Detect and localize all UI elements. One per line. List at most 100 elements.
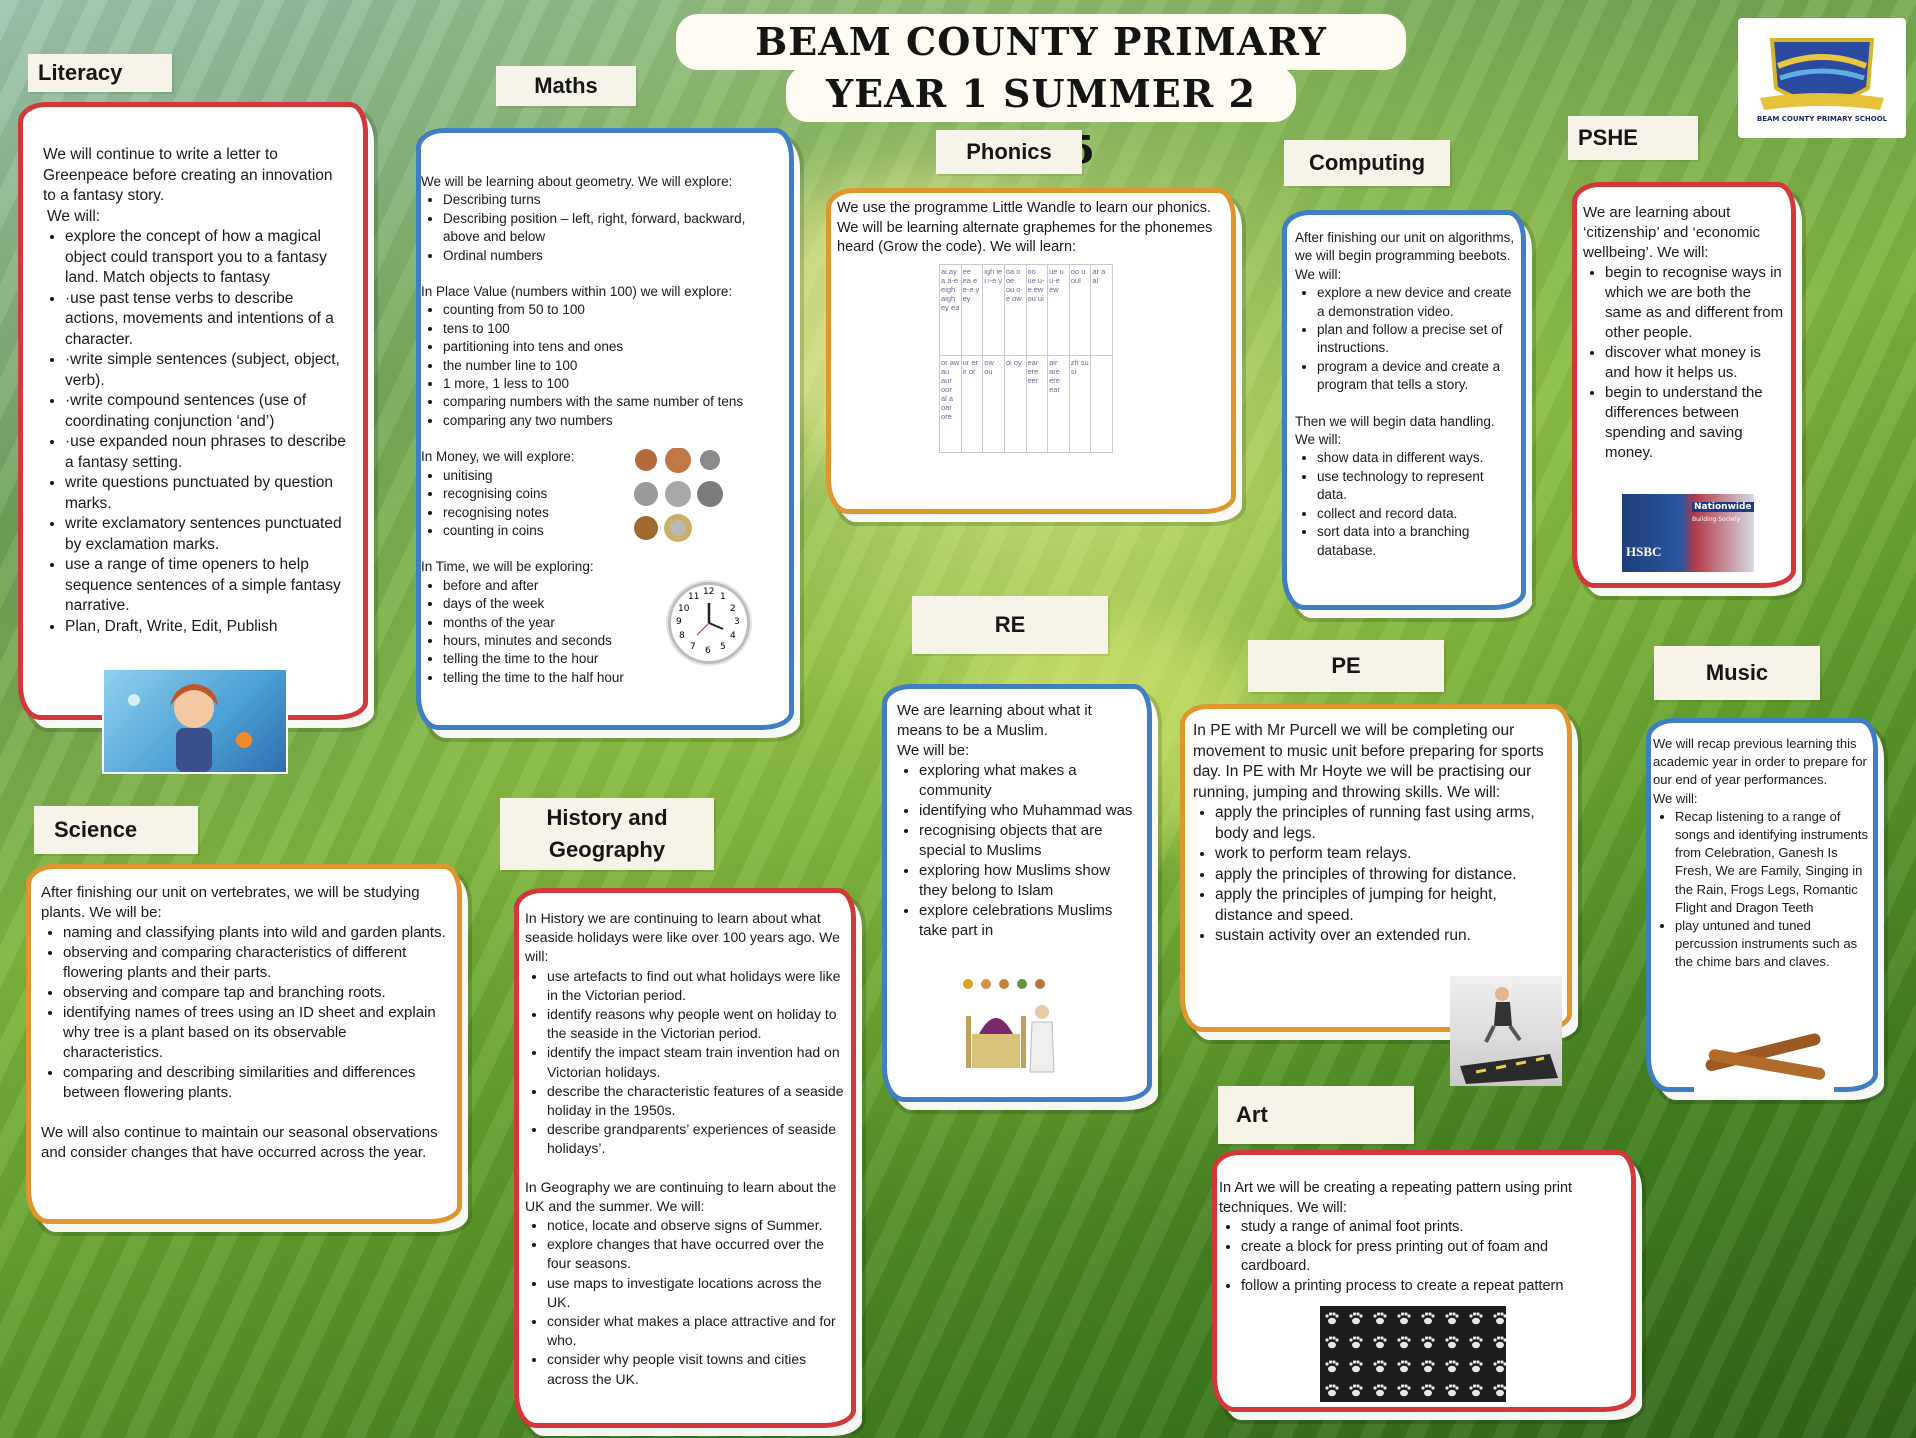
- phonics-card: We use the programme Little Wandle to le…: [826, 188, 1236, 514]
- mosque-icon: [963, 979, 1055, 1073]
- list-item: identify reasons why people went on holi…: [547, 1005, 847, 1043]
- maths-card: We will be learning about geometry. We w…: [416, 128, 794, 730]
- list-item: begin to understand the differences betw…: [1605, 383, 1785, 463]
- music-list: Recap listening to a range of songs and …: [1653, 808, 1869, 972]
- maths-money-intro: In Money, we will explore:: [421, 449, 575, 465]
- list-item: use artefacts to find out what holidays …: [547, 967, 847, 1005]
- list-item: apply the principles of throwing for dis…: [1215, 865, 1555, 886]
- page-title-line2: YEAR 1 SUMMER 2 2025: [786, 66, 1296, 172]
- spacer: [421, 265, 779, 283]
- list-item: ·use expanded noun phrases to describe a…: [65, 432, 349, 473]
- grid-cell: igh ie i i-e y: [983, 264, 1005, 355]
- science-intro: After finishing our unit on vertebrates,…: [41, 884, 420, 921]
- music-intro: We will recap previous learning this aca…: [1653, 736, 1867, 788]
- pe-label: PE: [1248, 640, 1444, 692]
- literacy-intro: We will continue to write a letter to Gr…: [43, 146, 333, 204]
- re-intro: We are learning about what it means to b…: [897, 702, 1092, 739]
- clock-icon: 12 1 2 3 4 5 6 7 8 9 10 11: [668, 582, 750, 664]
- list-item: identify the impact steam train inventio…: [547, 1043, 847, 1081]
- list-item: ·use past tense verbs to describe action…: [65, 289, 349, 351]
- grid-cell: ai ay a a-e eigh aigh ey ea: [940, 264, 962, 355]
- claves-icon: [1694, 1016, 1834, 1096]
- clock-number: 5: [720, 642, 726, 652]
- maths-money-list: unitising recognising coins recognising …: [421, 467, 779, 541]
- maths-label: Maths: [496, 66, 636, 106]
- clock-number: 10: [678, 604, 690, 614]
- list-item: comparing any two numbers: [443, 412, 779, 430]
- computing-intro-2: Then we will begin data handling. We wil…: [1295, 413, 1495, 448]
- re-list: exploring what makes a community identif…: [897, 761, 1137, 941]
- clock-number: 12: [703, 587, 715, 597]
- maths-place-value-intro: In Place Value (numbers within 100) we w…: [421, 284, 733, 300]
- grid-cell: or aw au aur oor al a oar ore: [940, 355, 962, 452]
- science-label: Science: [34, 806, 198, 854]
- list-item: consider why people visit towns and citi…: [547, 1350, 847, 1388]
- list-item: comparing and describing similarities an…: [63, 1063, 447, 1103]
- list-item: explore celebrations Muslims take part i…: [919, 901, 1137, 941]
- grid-row: or aw au aur oor al a oar ore ur er ir o…: [940, 355, 1112, 452]
- clock-number: 9: [676, 617, 682, 627]
- list-item: ·write compound sentences (use of coordi…: [65, 391, 349, 432]
- pe-card: In PE with Mr Purcell we will be complet…: [1180, 704, 1572, 1032]
- maths-time-list: before and after days of the week months…: [421, 577, 779, 687]
- list-item: tens to 100: [443, 320, 779, 338]
- science-list: naming and classifying plants into wild …: [41, 923, 447, 1103]
- pshe-card: We are learning about ‘citizenship’ and …: [1572, 182, 1796, 588]
- spacer: [421, 430, 779, 448]
- list-item: months of the year: [443, 614, 779, 632]
- literacy-we-will: We will:: [47, 207, 101, 225]
- cartoon-girl-icon: [128, 684, 252, 772]
- list-item: hours, minutes and seconds: [443, 632, 779, 650]
- phonics-grapheme-grid: ai ay a a-e eigh aigh ey ea ee ea e e-e …: [939, 263, 1113, 453]
- list-item: recognising objects that are special to …: [919, 821, 1137, 861]
- list-item: write exclamatory sentences punctuated b…: [65, 514, 349, 555]
- list-item: exploring what makes a community: [919, 761, 1137, 801]
- list-item: discover what money is and how it helps …: [1605, 343, 1785, 383]
- list-item: unitising: [443, 467, 779, 485]
- computing-list-1: explore a new device and create a demons…: [1295, 284, 1515, 394]
- pe-hopscotch-image: [1450, 976, 1562, 1086]
- list-item: naming and classifying plants into wild …: [63, 923, 447, 943]
- list-item: plan and follow a precise set of instruc…: [1317, 321, 1515, 358]
- art-label: Art: [1218, 1086, 1414, 1144]
- list-item: recognising coins: [443, 485, 779, 503]
- re-label: RE: [912, 596, 1108, 654]
- list-item: use maps to investigate locations across…: [547, 1274, 847, 1312]
- maths-time-intro: In Time, we will be exploring:: [421, 559, 594, 575]
- bank-sign-hsbc: HSBC: [1626, 544, 1662, 559]
- clock-number: 11: [688, 592, 700, 602]
- music-label: Music: [1654, 646, 1820, 700]
- clock-hands: [696, 603, 724, 636]
- list-item: days of the week: [443, 595, 779, 613]
- grid-cell: [1091, 356, 1112, 452]
- maths-geometry-intro: We will be learning about geometry. We w…: [421, 174, 733, 189]
- list-item: ·write simple sentences (subject, object…: [65, 350, 349, 391]
- clock-number: 7: [690, 642, 696, 652]
- grid-cell: ar a al: [1092, 266, 1106, 285]
- grid-cell: ow ou: [983, 355, 1005, 452]
- literacy-fantasy-image: [102, 668, 288, 774]
- spacer: [1295, 395, 1515, 413]
- list-item: study a range of animal foot prints.: [1241, 1218, 1621, 1238]
- computing-card: After finishing our unit on algorithms, …: [1282, 210, 1526, 610]
- list-item: exploring how Muslims show they belong t…: [919, 861, 1137, 901]
- computing-list-2: show data in different ways. use technol…: [1295, 449, 1515, 559]
- clock-number: 8: [679, 631, 685, 641]
- science-card: After finishing our unit on vertebrates,…: [26, 864, 462, 1224]
- list-item: explore the concept of how a magical obj…: [65, 227, 349, 289]
- literacy-label: Literacy: [28, 54, 172, 92]
- coins-icon: [634, 448, 723, 542]
- clock-number: 3: [734, 617, 740, 627]
- list-item: Ordinal numbers: [443, 247, 779, 265]
- bank-sign-nationwide: Nationwide: [1692, 502, 1754, 512]
- list-item: counting in coins: [443, 522, 779, 540]
- music-we-will: We will:: [1653, 790, 1698, 806]
- history-list: use artefacts to find out what holidays …: [525, 967, 847, 1159]
- literacy-card: We will continue to write a letter to Gr…: [18, 102, 368, 720]
- bank-image: Nationwide Building Society HSBC: [1622, 494, 1754, 572]
- pshe-list: begin to recognise ways in which we are …: [1583, 263, 1785, 463]
- pshe-intro: We are learning about ‘citizenship’ and …: [1583, 204, 1761, 261]
- list-item: consider what makes a place attractive a…: [547, 1312, 847, 1350]
- list-item: identifying who Muhammad was: [919, 801, 1137, 821]
- list-item: Describing position – left, right, forwa…: [443, 210, 779, 247]
